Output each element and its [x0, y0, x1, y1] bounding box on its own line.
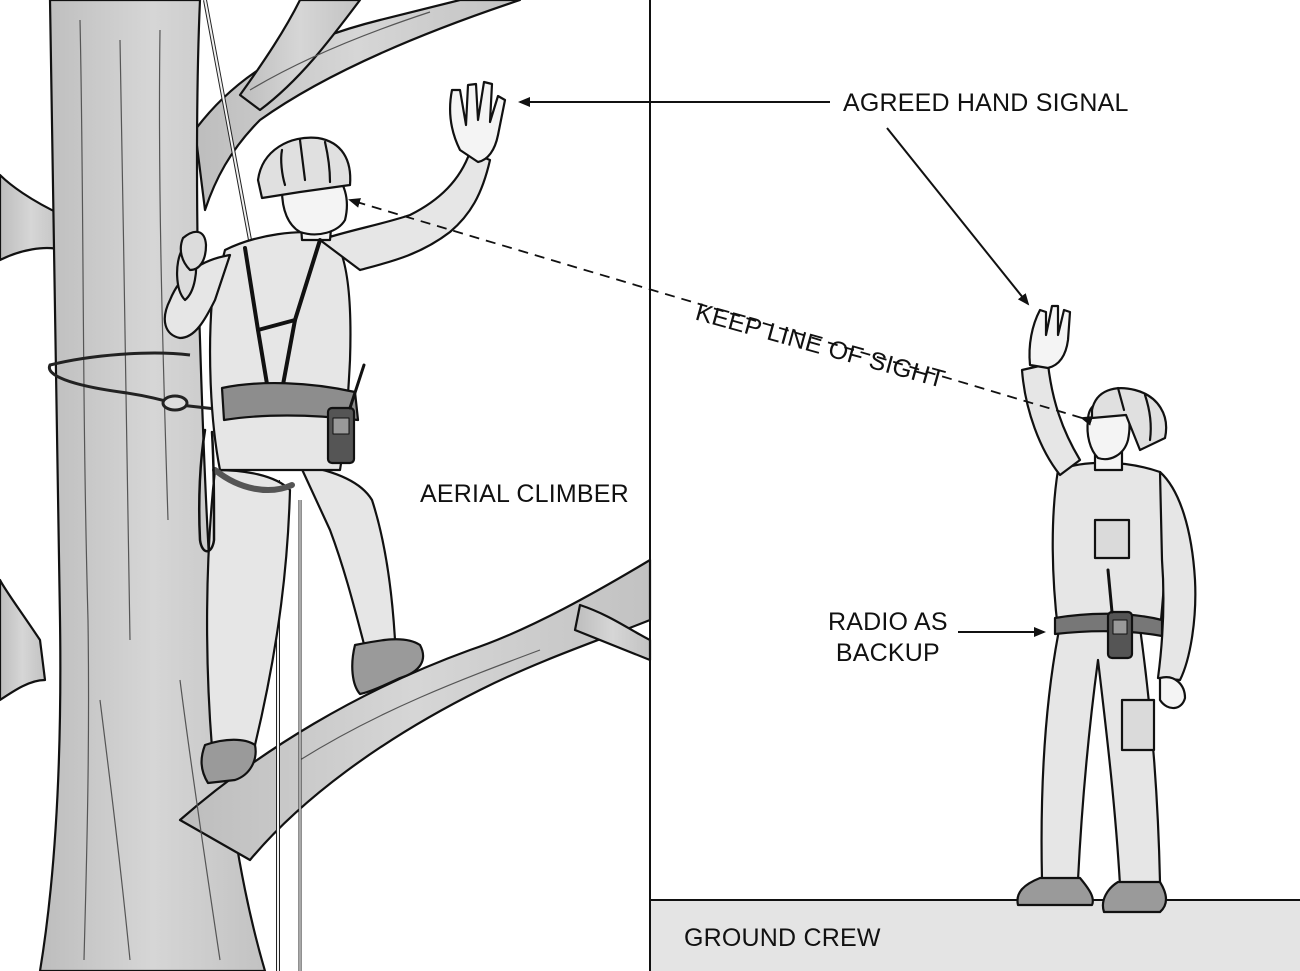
aerial-climber-figure: [163, 80, 507, 785]
label-radio-as-backup: RADIO AS BACKUP: [828, 607, 948, 669]
label-radio-as-backup-line1: RADIO AS: [828, 608, 948, 636]
label-aerial-climber: AERIAL CLIMBER: [420, 480, 629, 508]
label-ground-crew: GROUND CREW: [684, 924, 881, 952]
label-radio-as-backup-line2: BACKUP: [835, 639, 940, 667]
lanyard: [47, 351, 226, 412]
ground-strip: [651, 900, 1300, 971]
label-agreed-hand-signal: AGREED HAND SIGNAL: [843, 89, 1129, 117]
ground-crew-figure: [1016, 304, 1197, 914]
hand-signal-arrow-to-ground-crew: [886, 127, 1030, 306]
tree: [0, 0, 652, 971]
line-of-sight: [348, 198, 1094, 426]
bark-texture: [79, 11, 541, 961]
